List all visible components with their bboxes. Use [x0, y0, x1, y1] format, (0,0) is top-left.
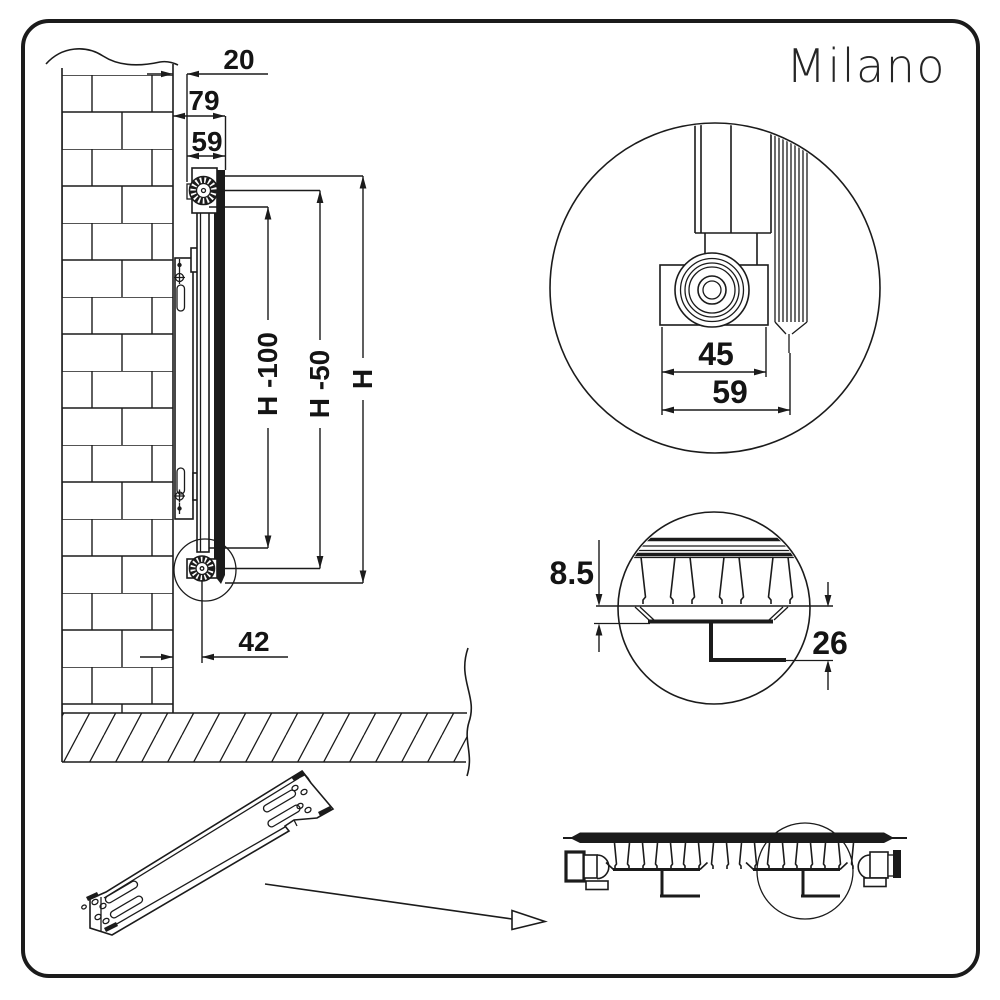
- rail-screw-marks: [174, 259, 185, 514]
- top-detail-circle: 45 59: [549, 122, 881, 454]
- section-fins: [640, 556, 809, 604]
- bracket-holes: [81, 784, 312, 925]
- floor-slab: [62, 647, 473, 777]
- arrow-head: [511, 909, 548, 931]
- dim-20: 20: [147, 44, 268, 182]
- bracket-rail: [174, 257, 194, 520]
- bottom-bracket-right: [745, 861, 849, 898]
- dim-8-5-label: 8.5: [550, 555, 594, 591]
- side-view-dimensions: 20 79 59 H -100 H: [140, 44, 378, 663]
- bracket-slots: [104, 789, 301, 919]
- radiator-bottom-view: [563, 822, 907, 920]
- bottom-fins: [613, 842, 855, 869]
- brand-logo: Milano: [786, 39, 946, 93]
- rail-slot-top: [176, 284, 186, 312]
- top-detail-dimensions: 45 59: [661, 327, 791, 415]
- valve-rings: [674, 252, 750, 328]
- dim-79: 79: [173, 85, 227, 170]
- dim-45-label: 45: [698, 336, 734, 372]
- dim-59-side: 59: [187, 126, 225, 160]
- detail-bubble-top: [549, 122, 881, 454]
- section-extension-lines: [594, 622, 833, 662]
- wall-break-line: [45, 48, 179, 66]
- page-border: [21, 19, 980, 978]
- section-lip-hooks: [634, 606, 789, 621]
- left-end-valve: [564, 850, 610, 891]
- dim-79-label: 79: [188, 85, 219, 116]
- rail-slot-bottom: [176, 467, 186, 495]
- detail-bubble-mid: [617, 511, 811, 705]
- brick-pattern: [62, 75, 173, 713]
- dim-h50-label: H -50: [304, 350, 335, 418]
- dim-h-label: H: [347, 369, 378, 389]
- dim-h: H: [225, 175, 378, 584]
- dim-59-detail-label: 59: [712, 374, 748, 410]
- dim-20-label: 20: [223, 44, 254, 75]
- dim-h-minus-50: H -50: [217, 189, 335, 570]
- top-valve: [186, 167, 219, 214]
- dim-26-label: 26: [812, 625, 848, 661]
- brick-wall: [45, 48, 179, 762]
- radiator-side-view: [173, 167, 237, 602]
- right-end-valve: [857, 850, 901, 888]
- dim-42-label: 42: [238, 626, 269, 657]
- bottom-valve-highlight-circle: [173, 538, 237, 602]
- section-l-hook: [709, 621, 786, 662]
- radiator-panel-strip: [196, 204, 210, 553]
- pointer-arrow: [264, 883, 548, 931]
- bottom-detail-highlight-circle: [756, 822, 854, 920]
- dim-42: 42: [140, 580, 288, 663]
- bracket-tabs: [86, 771, 332, 932]
- dim-h-minus-100: H -100: [209, 206, 283, 549]
- bottom-valve: [186, 555, 218, 582]
- bottom-panel-bar: [580, 832, 884, 843]
- bottom-bracket-left: [605, 861, 709, 898]
- section-detail-content: [619, 537, 809, 604]
- fin-lines: [774, 128, 808, 353]
- bracket-isometric: [81, 769, 335, 936]
- floor-hatch: [62, 713, 469, 762]
- dim-h100-label: H -100: [252, 332, 283, 416]
- radiator-fin-bar: [214, 170, 225, 575]
- section-dimensions: 8.5 26: [550, 540, 848, 690]
- section-detail-circle: 8.5 26: [550, 511, 848, 705]
- top-detail-content: [659, 124, 808, 353]
- dim-59-side-label: 59: [191, 126, 222, 157]
- floor-break-line: [463, 647, 473, 777]
